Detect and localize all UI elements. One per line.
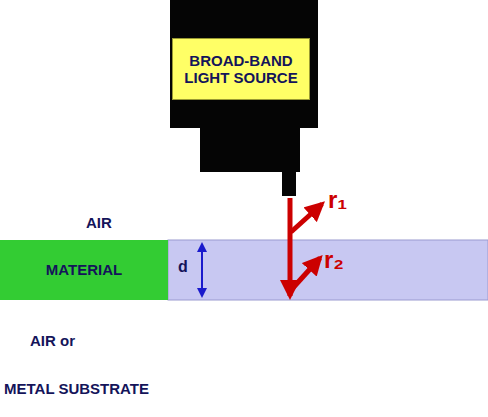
light-source-body	[170, 0, 318, 196]
reflected-beam	[291, 204, 322, 232]
node-text: MATERIAL	[46, 261, 122, 278]
thickness-arrow	[201, 244, 203, 296]
thickness-label: d	[178, 258, 188, 276]
medium-label: AIR or	[30, 332, 75, 349]
reflected-beam	[291, 258, 320, 290]
node-text: BROAD-BAND LIGHT SOURCE	[179, 52, 303, 87]
reflection-label: r₂	[324, 246, 344, 274]
medium-label: METAL SUBSTRATE	[4, 380, 149, 397]
source-label-box: BROAD-BAND LIGHT SOURCE	[172, 38, 310, 100]
material-box: MATERIAL	[0, 240, 168, 300]
medium-label: AIR	[86, 214, 112, 231]
reflection-label: r₁	[328, 186, 347, 214]
incident-beam	[288, 198, 293, 296]
material-layer	[168, 240, 488, 300]
